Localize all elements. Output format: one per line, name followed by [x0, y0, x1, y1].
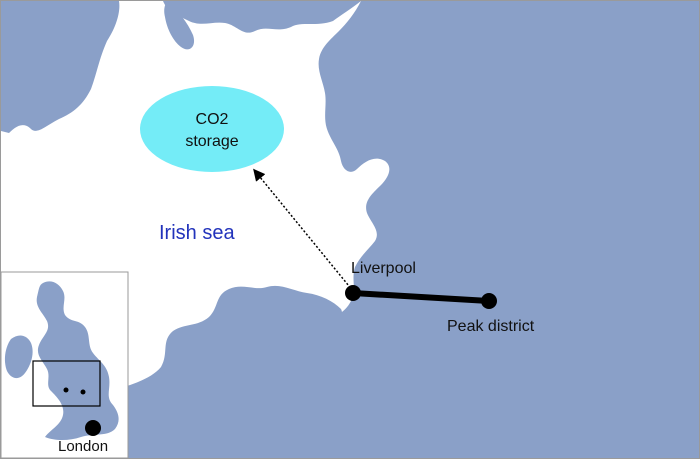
land-scotland-south — [163, 1, 361, 33]
peak-district-label: Peak district — [447, 318, 535, 335]
inset-london-marker — [85, 420, 101, 436]
inset-peak-dot — [80, 389, 86, 395]
co2-storage-area — [140, 86, 284, 172]
inset-map: London — [1, 271, 129, 458]
inset-liverpool-dot — [63, 387, 69, 393]
land-isle-of-man — [164, 1, 194, 50]
irish-sea-label: Irish sea — [159, 222, 235, 244]
storage-label-line1: CO2 — [196, 111, 229, 128]
inset-highlight-box — [32, 360, 101, 407]
liverpool-marker — [345, 285, 361, 301]
storage-label-line2: storage — [185, 133, 238, 150]
storage-transport-arrow — [253, 168, 354, 292]
pipeline-route — [352, 290, 490, 304]
liverpool-label: Liverpool — [351, 260, 416, 277]
peak-district-marker — [481, 293, 497, 309]
inset-ireland — [4, 335, 33, 379]
inset-london-label: London — [58, 438, 108, 455]
land-ireland — [1, 1, 120, 133]
